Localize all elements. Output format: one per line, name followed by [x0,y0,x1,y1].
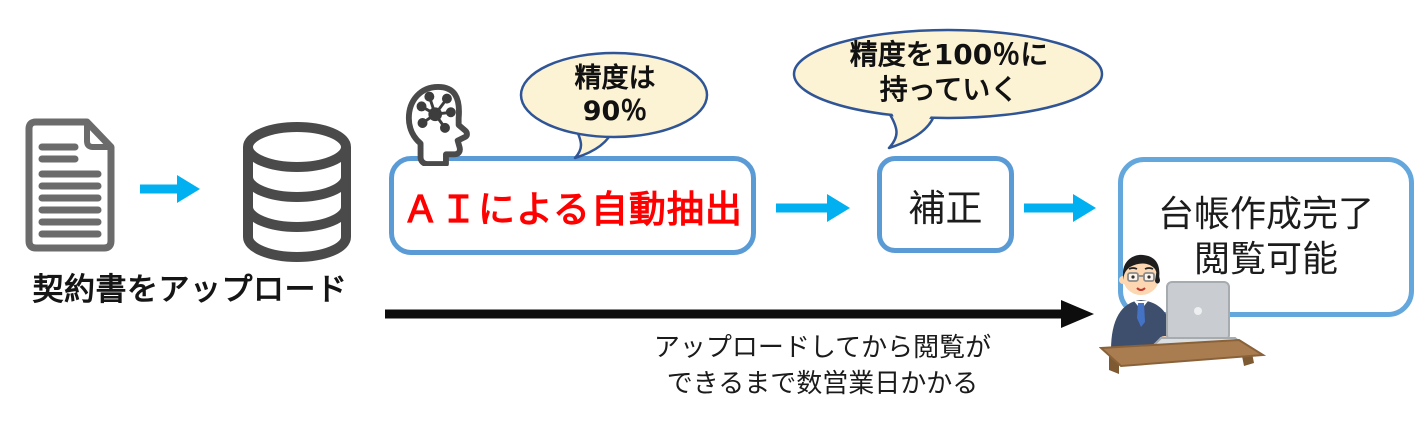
database-icon [243,122,351,262]
ai-extraction-label: ＡＩによる自動抽出 [402,187,743,231]
ai-brain-head-icon [405,83,470,166]
contract-document-icon [25,118,115,252]
ledger-complete-line1: 台帳作成完了 [1157,194,1374,235]
flow-arrow-icon [776,194,850,222]
timeline-note: アップロードしてから閲覧が できるまで数営業日かかる [640,330,1005,402]
bubble1-line1: 精度は [574,63,656,94]
speech-bubble-shape [792,28,1104,150]
correction-label: 補正 [908,186,983,230]
ai-extraction-box: ＡＩによる自動抽出 [389,156,756,255]
timeline-note-line2: できるまで数営業日かかる [666,369,979,399]
timeline-arrow-icon [385,300,1094,328]
accuracy-90-bubble: 精度は 90％ [517,49,713,161]
ledger-complete-box: 台帳作成完了 閲覧可能 [1118,157,1414,317]
bubble2-line1: 精度を100％に [849,38,1049,71]
flow-arrow-icon [1024,194,1096,222]
timeline-note-line1: アップロードしてから閲覧が [653,333,992,363]
upload-caption: 契約書をアップロード [32,272,348,308]
flow-arrow-icon [140,175,200,203]
speech-bubble-shape [519,51,709,160]
accuracy-100-bubble: 精度を100％に 持っていく [789,25,1109,157]
correction-box: 補正 [877,156,1014,253]
bubble2-line2: 持っていく [879,73,1019,106]
bubble1-line2: 90％ [582,96,648,127]
ledger-complete-line2: 閲覧可能 [1193,239,1338,280]
office-worker-at-laptop-illustration [1099,254,1267,374]
